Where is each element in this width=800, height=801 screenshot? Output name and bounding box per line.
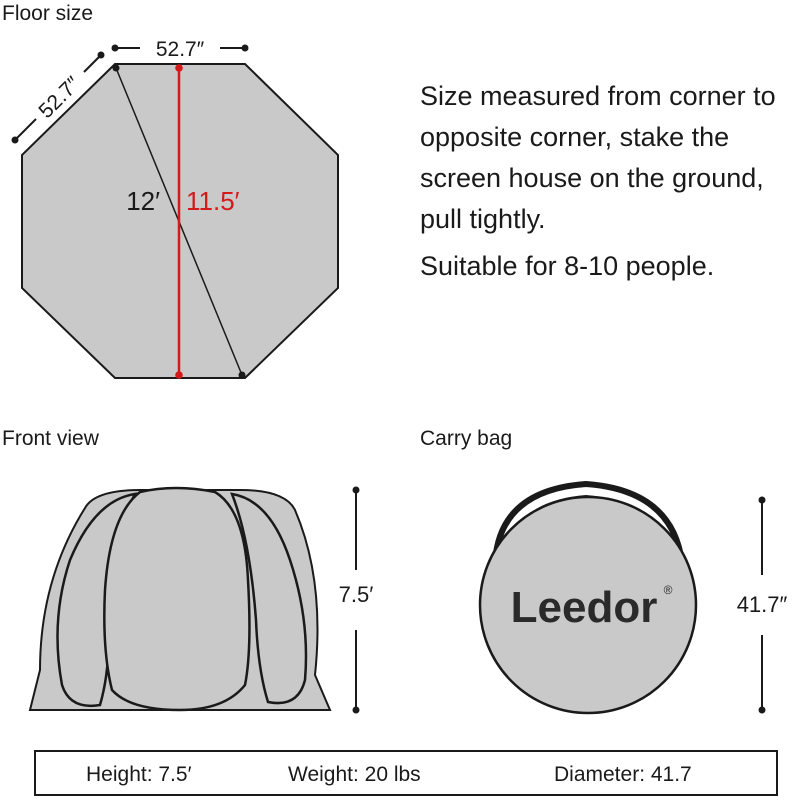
floor-size-title: Floor size: [2, 2, 94, 25]
diameter-label: 41.7″: [737, 592, 788, 617]
brand-logo: Leedor: [511, 583, 658, 632]
spec-bar: Height: 7.5′ Weight: 20 lbs Diameter: 41…: [34, 750, 778, 796]
spec-weight: Weight: 20 lbs: [288, 763, 421, 786]
floor-plan-diagram: 52.7″ 52.7″ 12′ 11.5′: [11, 38, 339, 379]
flat-to-flat-endpoint: [175, 64, 183, 72]
bag-body: [478, 495, 698, 715]
carry-bag-diagram: Leedor ® 41.7″: [478, 480, 788, 715]
description-block: Size measured from corner to opposite co…: [420, 76, 798, 287]
diag-dimension-endpoint: [11, 136, 19, 144]
spec-height: Height: 7.5′: [86, 763, 192, 786]
height-label: 7.5′: [339, 582, 374, 607]
corner-to-corner-label: 12′: [126, 186, 160, 216]
top-side-label: 52.7″: [156, 38, 205, 61]
tent-panel-right: [230, 492, 308, 705]
tent-panel-center: [103, 486, 251, 712]
brand-registered-mark: ®: [664, 583, 673, 597]
corner-diagonal-endpoint: [112, 64, 120, 72]
diameter-dimension-endpoint: [758, 706, 766, 714]
diameter-dimension-endpoint: [758, 496, 766, 504]
height-dimension-endpoint: [352, 706, 360, 714]
diag-dimension-line-upper: [83, 54, 102, 73]
flat-to-flat-label: 11.5′: [186, 186, 240, 216]
spec-diameter: Diameter: 41.7: [554, 763, 692, 786]
description-line-2: Suitable for 8-10 people.: [420, 251, 715, 281]
carry-bag-title: Carry bag: [420, 427, 513, 450]
bag-handle: [492, 480, 685, 563]
front-view-diagram: 7.5′: [28, 486, 374, 714]
top-dimension-endpoint: [111, 44, 119, 52]
diag-dimension-line-lower: [14, 118, 37, 141]
description-line-1: Size measured from corner to opposite co…: [420, 81, 776, 234]
diag-dimension-endpoint: [97, 51, 105, 59]
height-dimension-endpoint: [352, 486, 360, 494]
corner-diagonal-endpoint: [238, 371, 246, 379]
flat-to-flat-endpoint: [175, 371, 183, 379]
top-dimension-endpoint: [241, 44, 249, 52]
front-view-title: Front view: [2, 427, 99, 450]
